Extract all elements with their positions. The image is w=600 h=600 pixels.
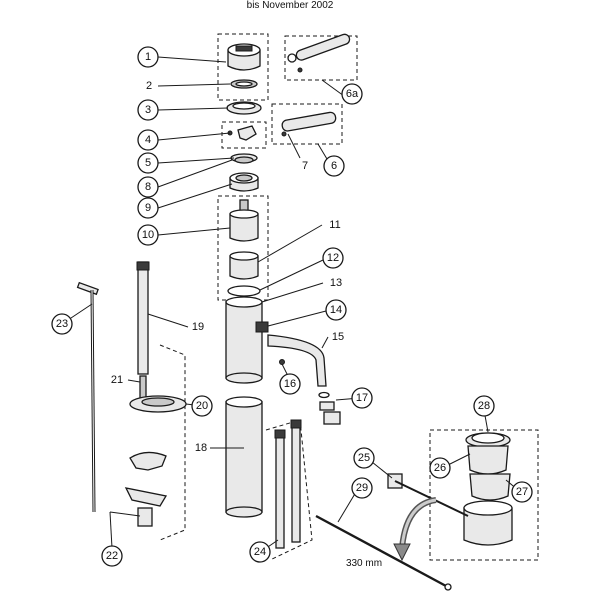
part-16-screw bbox=[279, 359, 285, 365]
callout-16: 16 bbox=[279, 373, 301, 395]
svg-text:9: 9 bbox=[145, 202, 151, 214]
svg-text:20: 20 bbox=[196, 400, 208, 412]
callout-11: 11 bbox=[329, 219, 340, 231]
svg-text:25: 25 bbox=[358, 452, 370, 464]
callout-18: 18 bbox=[195, 442, 207, 454]
svg-text:26: 26 bbox=[434, 462, 446, 474]
part-23-pull-rod bbox=[76, 281, 99, 513]
svg-text:23: 23 bbox=[56, 318, 68, 330]
callout-22: 22 bbox=[101, 545, 123, 567]
group-box-body-20 bbox=[159, 344, 186, 541]
callout-6a: 6a bbox=[341, 83, 363, 105]
callout-23: 23 bbox=[51, 313, 73, 335]
svg-text:17: 17 bbox=[356, 392, 368, 404]
part-2-seal bbox=[230, 79, 258, 89]
curved-arrow-icon bbox=[393, 497, 437, 562]
part-9-nut bbox=[229, 172, 259, 192]
svg-text:22: 22 bbox=[106, 550, 118, 562]
callout-5: 5 bbox=[137, 152, 159, 174]
part-13-body bbox=[225, 296, 263, 384]
svg-text:13: 13 bbox=[330, 277, 342, 289]
svg-text:15: 15 bbox=[332, 331, 344, 343]
svg-text:11: 11 bbox=[329, 219, 340, 231]
callout-29: 29 bbox=[351, 477, 373, 499]
part-19-threaded-rod bbox=[136, 261, 150, 375]
group-box-6a bbox=[284, 35, 358, 81]
callout-6: 6 bbox=[323, 155, 345, 177]
part-18-lower-body bbox=[225, 396, 263, 518]
svg-text:18: 18 bbox=[195, 442, 207, 454]
svg-text:2: 2 bbox=[146, 80, 152, 92]
callout-2: 2 bbox=[146, 80, 152, 92]
callout-3: 3 bbox=[137, 99, 159, 121]
svg-text:6: 6 bbox=[331, 160, 337, 172]
callout-7: 7 bbox=[302, 160, 308, 172]
svg-text:14: 14 bbox=[330, 304, 342, 316]
callout-21: 21 bbox=[111, 374, 123, 386]
callout-17: 17 bbox=[351, 387, 373, 409]
svg-text:7: 7 bbox=[302, 160, 308, 172]
group-box-cap bbox=[217, 33, 269, 101]
svg-text:1: 1 bbox=[145, 51, 151, 63]
svg-text:4: 4 bbox=[145, 134, 151, 146]
group-box-6 bbox=[271, 103, 343, 145]
callout-9: 9 bbox=[137, 197, 159, 219]
callout-13: 13 bbox=[330, 277, 342, 289]
part-3-ring bbox=[226, 101, 262, 115]
callout-28: 28 bbox=[473, 395, 495, 417]
part-14-aerator bbox=[255, 321, 269, 333]
callout-25: 25 bbox=[353, 447, 375, 469]
callout-10: 10 bbox=[137, 224, 159, 246]
svg-text:16: 16 bbox=[284, 378, 296, 390]
svg-text:3: 3 bbox=[145, 104, 151, 116]
svg-text:5: 5 bbox=[145, 157, 151, 169]
part-17-valves bbox=[318, 391, 341, 425]
part-12-o-ring bbox=[227, 285, 261, 297]
note-330mm: 330 mm bbox=[346, 558, 382, 569]
leader-lines bbox=[61, 56, 519, 552]
svg-text:21: 21 bbox=[111, 374, 123, 386]
callout-24: 24 bbox=[249, 541, 271, 563]
part-15-spout bbox=[267, 334, 327, 387]
svg-text:29: 29 bbox=[356, 482, 368, 494]
part-29-rod bbox=[315, 514, 452, 591]
part-20-flange bbox=[129, 395, 187, 413]
group-box-4 bbox=[221, 121, 267, 149]
part-25-lever-joint bbox=[387, 473, 469, 517]
callout-26: 26 bbox=[429, 457, 451, 479]
note-bis-november-2002: bis November 2002 bbox=[247, 0, 334, 11]
svg-text:24: 24 bbox=[254, 546, 266, 558]
svg-text:28: 28 bbox=[478, 400, 490, 412]
callout-12: 12 bbox=[322, 247, 344, 269]
svg-text:10: 10 bbox=[142, 229, 154, 241]
part-4-clip bbox=[227, 125, 257, 141]
part-5-8-washer bbox=[230, 153, 258, 164]
part-6-handle bbox=[281, 111, 337, 137]
callout-14: 14 bbox=[325, 299, 347, 321]
callout-19: 19 bbox=[192, 321, 204, 333]
callout-27: 27 bbox=[511, 481, 533, 503]
part-22-bracket bbox=[124, 451, 168, 527]
part-28-waste bbox=[463, 432, 513, 546]
svg-text:12: 12 bbox=[327, 252, 339, 264]
part-24-hoses bbox=[274, 419, 302, 549]
group-box-24 bbox=[265, 419, 313, 561]
callout-20: 20 bbox=[191, 395, 213, 417]
svg-text:27: 27 bbox=[516, 486, 528, 498]
svg-text:19: 19 bbox=[192, 321, 204, 333]
part-11-sleeve bbox=[229, 251, 259, 280]
svg-text:6a: 6a bbox=[346, 88, 359, 100]
callout-8: 8 bbox=[137, 176, 159, 198]
callout-4: 4 bbox=[137, 129, 159, 151]
part-6a-handle bbox=[287, 33, 351, 73]
callout-15: 15 bbox=[332, 331, 344, 343]
callout-1: 1 bbox=[137, 46, 159, 68]
part-1-cap bbox=[227, 43, 261, 71]
part-10-cartridge bbox=[229, 199, 259, 242]
svg-text:8: 8 bbox=[145, 181, 151, 193]
